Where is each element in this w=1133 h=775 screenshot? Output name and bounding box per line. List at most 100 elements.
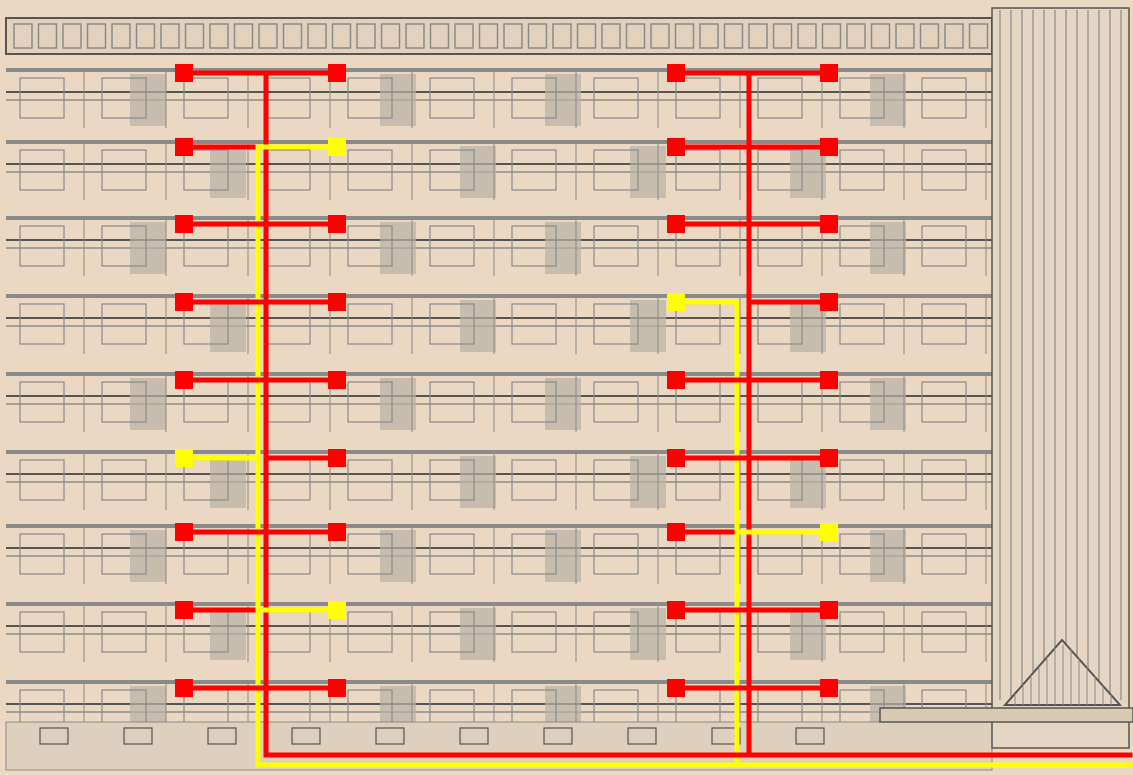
- window: [593, 533, 639, 575]
- window: [511, 533, 557, 575]
- floor-slab: [6, 602, 992, 606]
- floor-slab: [6, 140, 992, 144]
- red-unit-node: [820, 679, 838, 697]
- window: [839, 459, 885, 501]
- parapet-panel: [37, 23, 58, 49]
- parapet-panel: [233, 23, 254, 49]
- ground-window: [543, 727, 573, 745]
- ground-window: [39, 727, 69, 745]
- parapet-panel: [13, 23, 33, 49]
- yellow-unit-node: [820, 523, 838, 541]
- dark-panel: [545, 74, 581, 126]
- window: [429, 225, 475, 267]
- parapet-panel: [552, 23, 572, 49]
- red-unit-node: [667, 215, 685, 233]
- red-unit-node: [820, 449, 838, 467]
- parapet-panel: [919, 23, 940, 49]
- parapet-panel: [699, 23, 719, 49]
- parapet-panel: [650, 23, 670, 49]
- parapet-panel: [307, 23, 327, 49]
- parapet-panel: [160, 23, 180, 49]
- red-unit-node: [328, 371, 346, 389]
- parapet-panel: [454, 23, 474, 49]
- yellow-unit-node: [667, 293, 685, 311]
- window: [921, 303, 967, 345]
- window: [19, 459, 65, 501]
- dark-panel: [630, 300, 666, 352]
- window: [101, 611, 147, 653]
- red-unit-node: [667, 371, 685, 389]
- parapet-panel: [209, 23, 229, 49]
- window: [347, 77, 393, 119]
- yellow-unit-node: [328, 601, 346, 619]
- parapet-panel: [944, 23, 964, 49]
- window: [839, 77, 885, 119]
- window: [593, 303, 639, 345]
- window: [675, 77, 721, 119]
- parapet-panel: [405, 23, 425, 49]
- window: [101, 303, 147, 345]
- parapet-panel: [723, 23, 744, 49]
- ground-window: [207, 727, 237, 745]
- parapet-panel: [62, 23, 82, 49]
- window: [101, 225, 147, 267]
- dark-panel: [460, 146, 496, 198]
- window: [101, 77, 147, 119]
- canopy-slab: [879, 707, 1133, 723]
- parapet-panel: [380, 23, 401, 49]
- parapet-panel: [527, 23, 548, 49]
- floor-slab: [6, 294, 992, 298]
- red-unit-node: [820, 215, 838, 233]
- dark-panel: [545, 222, 581, 274]
- red-unit-node: [820, 601, 838, 619]
- window: [347, 303, 393, 345]
- dark-panel: [870, 530, 906, 582]
- dark-panel: [460, 608, 496, 660]
- parapet-panel: [503, 23, 523, 49]
- window: [429, 611, 475, 653]
- red-unit-node: [328, 293, 346, 311]
- dark-panel: [870, 378, 906, 430]
- red-unit-node: [175, 64, 193, 82]
- dark-panel: [630, 146, 666, 198]
- red-unit-node: [175, 601, 193, 619]
- parapet-panel: [748, 23, 768, 49]
- ground-window: [627, 727, 657, 745]
- window: [183, 77, 229, 119]
- dark-panel: [380, 378, 416, 430]
- window: [19, 225, 65, 267]
- dark-panel: [380, 222, 416, 274]
- window: [921, 381, 967, 423]
- dark-panel: [130, 530, 166, 582]
- red-unit-node: [820, 293, 838, 311]
- parapet-panel: [870, 23, 891, 49]
- red-unit-node: [667, 449, 685, 467]
- window: [839, 225, 885, 267]
- floor-slab: [6, 372, 992, 376]
- parapet-panel: [282, 23, 303, 49]
- window: [511, 381, 557, 423]
- window: [839, 611, 885, 653]
- window: [921, 611, 967, 653]
- window: [511, 303, 557, 345]
- red-unit-node: [328, 215, 346, 233]
- window: [511, 459, 557, 501]
- window: [839, 303, 885, 345]
- window: [347, 533, 393, 575]
- red-unit-node: [175, 215, 193, 233]
- distribution-network: [181, 70, 1133, 768]
- window: [593, 381, 639, 423]
- dark-panel: [460, 300, 496, 352]
- red-unit-node: [667, 679, 685, 697]
- window: [839, 533, 885, 575]
- parapet-panel: [429, 23, 450, 49]
- red-unit-node: [175, 371, 193, 389]
- dark-panel: [130, 378, 166, 430]
- red-unit-node: [820, 138, 838, 156]
- window: [593, 459, 639, 501]
- window: [19, 381, 65, 423]
- ground-floor: [5, 721, 993, 771]
- parapet-panel: [601, 23, 621, 49]
